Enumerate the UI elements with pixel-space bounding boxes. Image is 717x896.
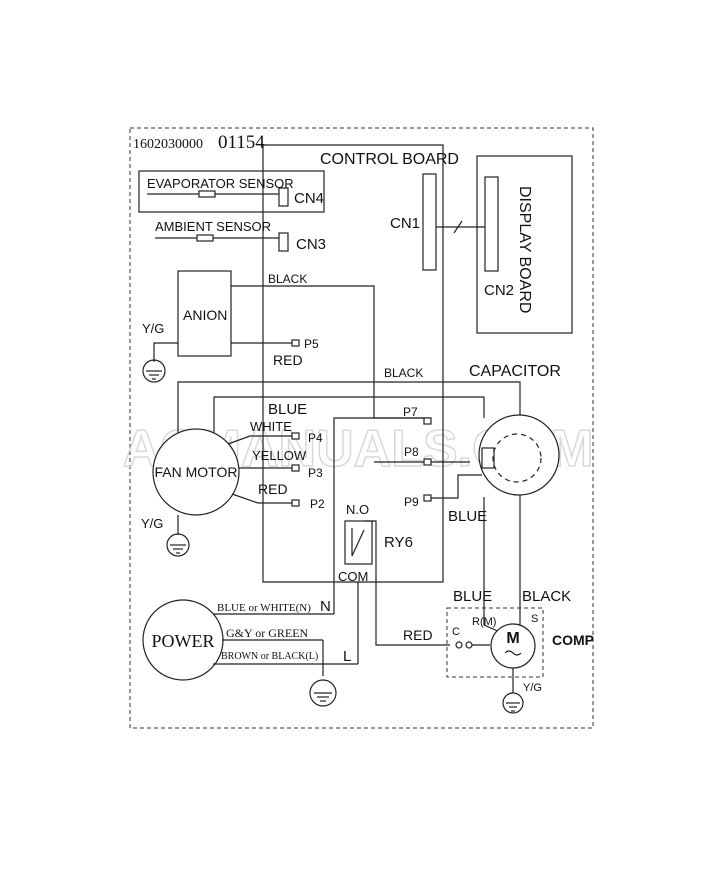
capacitor-label: CAPACITOR (469, 363, 561, 380)
fan-yg-label: Y/G (141, 516, 163, 531)
anion-yg-label: Y/G (142, 321, 164, 336)
cn1-label: CN1 (390, 215, 420, 232)
relay-com-label: COM (338, 569, 368, 584)
relay-red-wire-label: RED (403, 627, 433, 643)
p2-label: P2 (310, 497, 325, 511)
display-board: DISPLAY BOARD CN2 (476, 155, 573, 334)
p7-label: P7 (403, 405, 418, 419)
power-g-wire-label: G&Y or GREEN (226, 626, 309, 640)
control-board-label: CONTROL BOARD (320, 151, 459, 168)
p3-label: P3 (308, 466, 323, 480)
compressor: BLUE BLACK R(M) S C M COMP Y/G (446, 495, 594, 694)
comp-black-wire-label: BLACK (522, 588, 571, 605)
cn1-connector: CN1 (390, 173, 485, 271)
power-l-wire-label: BROWN or BLACK(L) (221, 651, 318, 662)
ambient-sensor: AMBIENT SENSOR CN3 (155, 219, 326, 253)
ground-icon (142, 359, 166, 383)
ground-icon (309, 679, 337, 707)
comp-c-label: C (452, 626, 460, 638)
anion-generator: ANION BLACK P5 RED Y/G (142, 270, 431, 419)
comp-label: COMP (552, 632, 594, 648)
power-l-label: L (343, 648, 351, 665)
p5-label: P5 (304, 337, 319, 351)
relay-ry6: N.O RY6 COM (333, 417, 424, 584)
yellow-wire-label: YELLOW (252, 448, 307, 463)
power-label: POWER (152, 631, 215, 651)
cn3-label: CN3 (296, 236, 326, 253)
comp-yg-label: Y/G (523, 682, 542, 694)
ambient-sensor-label: AMBIENT SENSOR (155, 219, 271, 234)
display-board-label: DISPLAY BOARD (516, 186, 533, 313)
evaporator-sensor: EVAPORATOR SENSOR CN4 (138, 170, 325, 213)
capacitor: CAPACITOR (469, 363, 561, 496)
power-source: POWER BLUE or WHITE(N) N G&Y or GREEN BR… (142, 565, 359, 681)
cn2-label: CN2 (484, 282, 514, 299)
p4-label: P4 (308, 431, 323, 445)
board-terminals: P7 P8 P9 (374, 405, 432, 509)
anion-label: ANION (183, 307, 227, 323)
fan-motor: FAN MOTOR P4 WHITE P3 YELLOW P2 RED Y/G (141, 419, 325, 535)
part-number: 1602030000 (133, 137, 203, 152)
comp-motor-symbol: M (506, 630, 519, 647)
blue-fan-wire-label: BLUE (268, 401, 307, 418)
cn4-label: CN4 (294, 190, 324, 207)
white-wire-label: WHITE (250, 419, 292, 434)
anion-black-wire-label: BLACK (268, 272, 307, 286)
ground-icon (502, 692, 524, 714)
part-number-suffix: 01154 (218, 132, 265, 153)
fan-motor-label: FAN MOTOR (155, 464, 238, 480)
black-cap-wire-label: BLACK (384, 366, 423, 380)
ground-icon (166, 533, 190, 557)
power-n-wire-label: BLUE or WHITE(N) (217, 602, 311, 614)
evaporator-sensor-label: EVAPORATOR SENSOR (147, 176, 294, 191)
fan-red-wire-label: RED (258, 481, 288, 497)
blue-cap-wire-label: BLUE (448, 508, 487, 525)
comp-blue-wire-label: BLUE (453, 588, 492, 605)
diagram-frame (129, 127, 594, 729)
power-n-label: N (320, 598, 331, 615)
p8-label: P8 (404, 445, 419, 459)
anion-red-wire-label: RED (273, 352, 303, 368)
relay-label: RY6 (384, 534, 413, 551)
relay-no-label: N.O (346, 502, 369, 517)
comp-s-label: S (531, 613, 538, 625)
p9-label: P9 (404, 495, 419, 509)
